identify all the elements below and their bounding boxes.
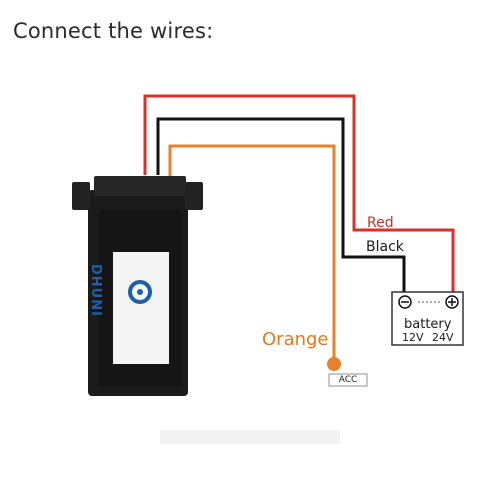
acc-terminal	[327, 357, 341, 371]
gps-tracker-device	[72, 176, 203, 396]
device-label-sticker	[113, 252, 169, 364]
acc-label: ACC	[338, 375, 358, 385]
orange-wire	[168, 144, 336, 360]
battery-voltage-24: 24V	[432, 331, 454, 344]
battery-voltage-12: 12V	[402, 331, 424, 344]
battery-label: battery	[404, 317, 452, 332]
red-wire-label: Red	[367, 215, 394, 231]
orange-wire-label: Orange	[262, 329, 329, 350]
brand-logo-icon	[128, 280, 152, 304]
acc-tag	[328, 373, 368, 387]
red-wire	[143, 94, 455, 292]
page-title: Connect the wires:	[13, 19, 214, 43]
black-wire-label: Black	[366, 239, 404, 255]
black-wire	[156, 117, 406, 292]
device-brand: DHUNI	[88, 264, 103, 317]
